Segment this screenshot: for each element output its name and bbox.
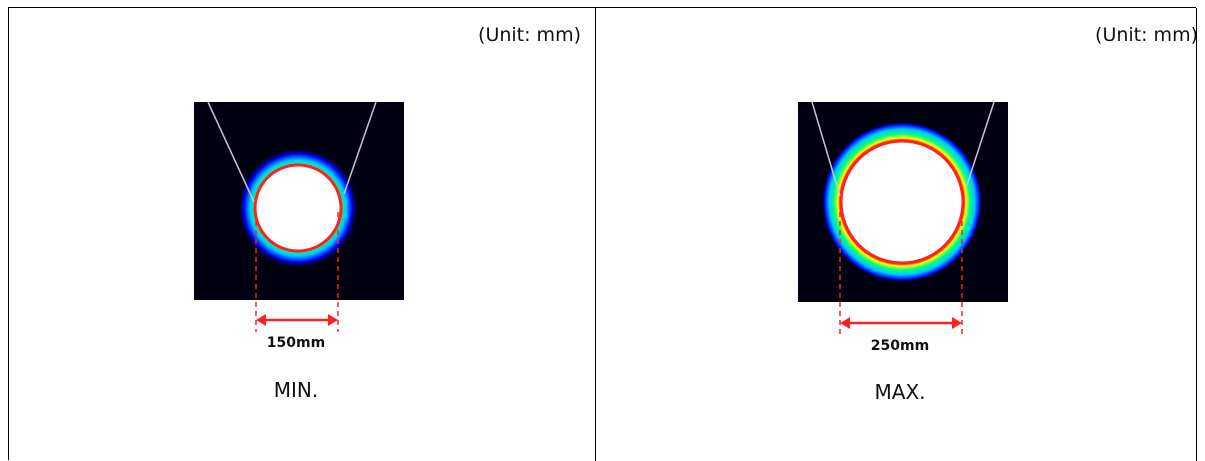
unit-label-max: (Unit: mm) xyxy=(1095,24,1198,46)
arrowhead-left xyxy=(840,317,850,329)
inner-edge xyxy=(839,139,965,265)
comparison-table: (Unit: mm) xyxy=(8,7,1198,461)
beam-line-left xyxy=(811,102,841,197)
unit-label-min: (Unit: mm) xyxy=(478,24,581,46)
inner-edge xyxy=(253,163,343,253)
beam-line-right xyxy=(965,102,995,189)
panel-max: (Unit: mm) xyxy=(596,8,1198,461)
panel-min: (Unit: mm) xyxy=(9,8,596,461)
beam-line-right xyxy=(343,102,377,195)
beam-profile-min xyxy=(194,102,404,332)
caption-min: MIN. xyxy=(273,378,319,402)
arrowhead-left xyxy=(256,314,266,326)
dimension-label-min: 150mm xyxy=(266,335,326,351)
caption-max: MAX. xyxy=(874,380,926,404)
beam-line-left xyxy=(207,102,255,203)
arrowhead-right xyxy=(952,317,962,329)
arrowhead-right xyxy=(328,314,338,326)
beam-profile-max xyxy=(798,102,1008,336)
dimension-label-max: 250mm xyxy=(870,338,930,354)
